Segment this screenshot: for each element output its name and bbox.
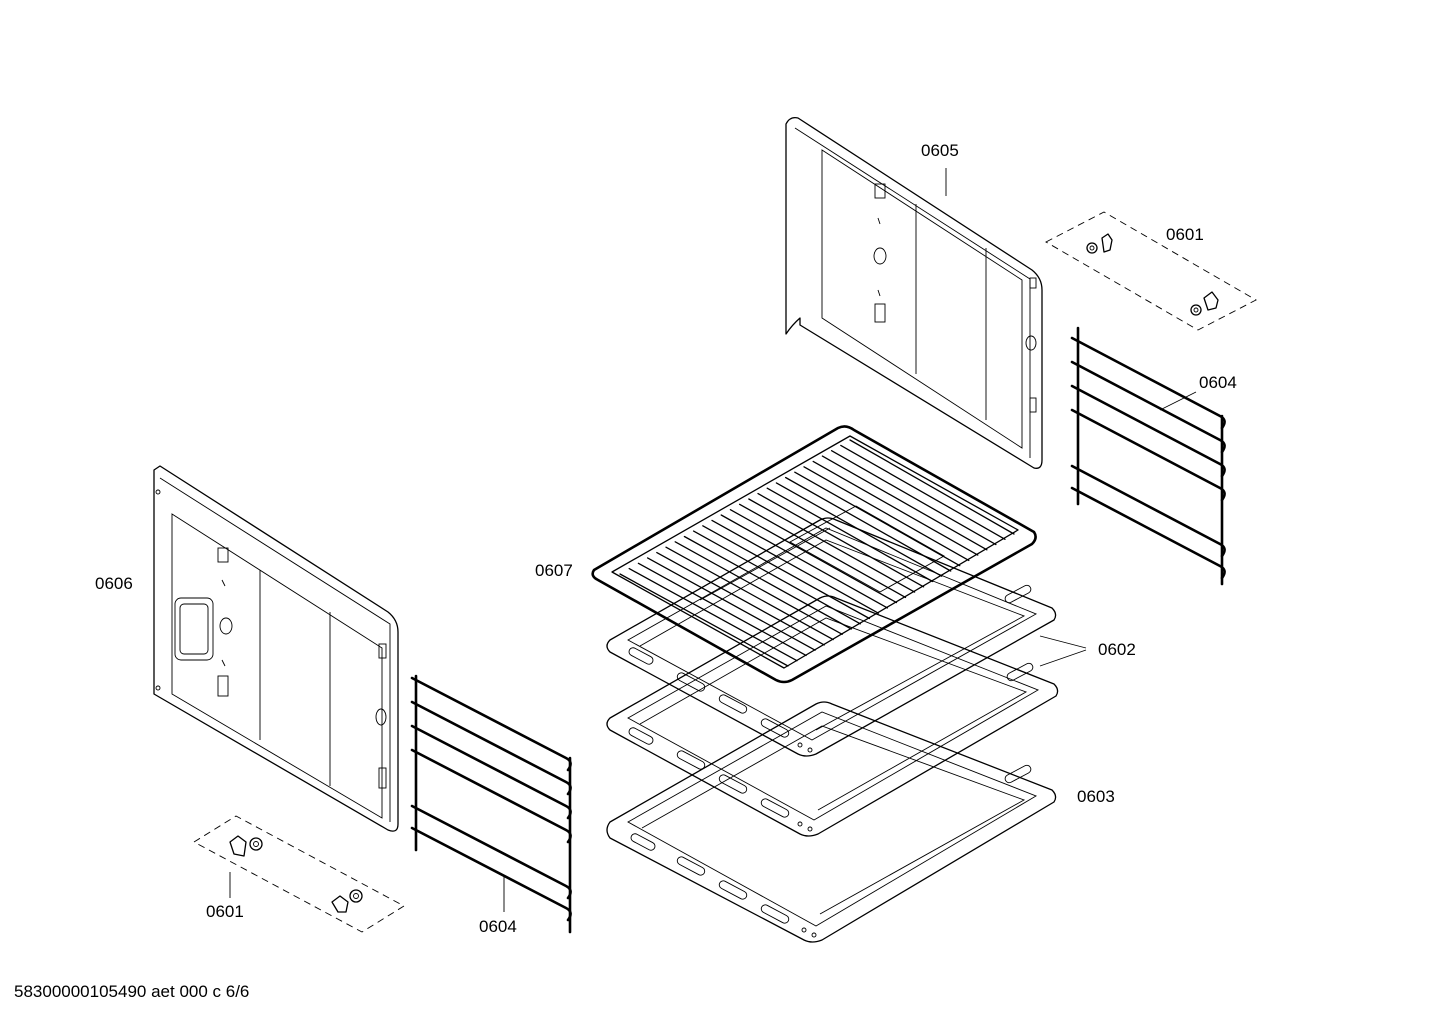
rail-runner: [410, 804, 572, 900]
side-rail-0604-right: [1070, 326, 1226, 586]
clip-set-0601-bottom: [193, 815, 405, 933]
callout-0602: 0602: [1098, 640, 1136, 659]
rack-wire: [748, 498, 916, 593]
rail-runner: [410, 826, 572, 922]
clip-set-0601-top: [1045, 211, 1257, 331]
rack-wire: [711, 519, 880, 614]
rail-runner: [410, 700, 572, 796]
callout-0603: 0603: [1077, 787, 1115, 806]
wire-rack-0607: [591, 425, 1037, 684]
rack-wire: [637, 562, 807, 657]
drawing-code-footer: 58300000105490 aet 000 c 6/6: [14, 982, 250, 1001]
side-rail-0604-bottom: [410, 674, 572, 934]
rack-wire: [849, 439, 1015, 535]
rack-wire: [729, 509, 898, 604]
callout-0604-bottom: 0604: [479, 917, 517, 936]
rail-runner: [410, 676, 572, 772]
rack-wire: [619, 573, 789, 667]
rack-wire: [766, 487, 934, 583]
leader-lines: [229, 168, 1197, 912]
rack-wire: [702, 525, 871, 620]
callout-0601-top: 0601: [1166, 225, 1204, 244]
callout-0601-bottom: 0601: [206, 902, 244, 921]
rack-wire: [840, 444, 1006, 540]
rack-wire: [628, 567, 798, 662]
callout-0607: 0607: [535, 561, 573, 580]
callout-0604-right: 0604: [1199, 373, 1237, 392]
rack-wire: [830, 450, 997, 546]
rack-wire: [665, 546, 834, 641]
rail-runner: [410, 724, 572, 820]
rack-wire: [720, 514, 889, 609]
callout-0606: 0606: [95, 574, 133, 593]
tray-0602-upper: [606, 517, 1057, 757]
rack-wire: [738, 503, 907, 599]
rack-wire: [757, 492, 925, 588]
rack-wire: [656, 551, 825, 646]
side-panel-0606: [153, 465, 399, 832]
tray-0603: [606, 701, 1057, 943]
rack-wire: [821, 455, 988, 551]
rack-wire: [812, 460, 979, 556]
rack-wire: [794, 471, 961, 567]
rack-wire: [646, 557, 816, 651]
rail-runner: [410, 748, 572, 844]
rack-wire: [683, 535, 852, 630]
callout-0605: 0605: [921, 141, 959, 160]
rack-wire: [674, 541, 843, 635]
rack-wire: [803, 466, 970, 562]
side-panel-0605: [785, 116, 1043, 469]
